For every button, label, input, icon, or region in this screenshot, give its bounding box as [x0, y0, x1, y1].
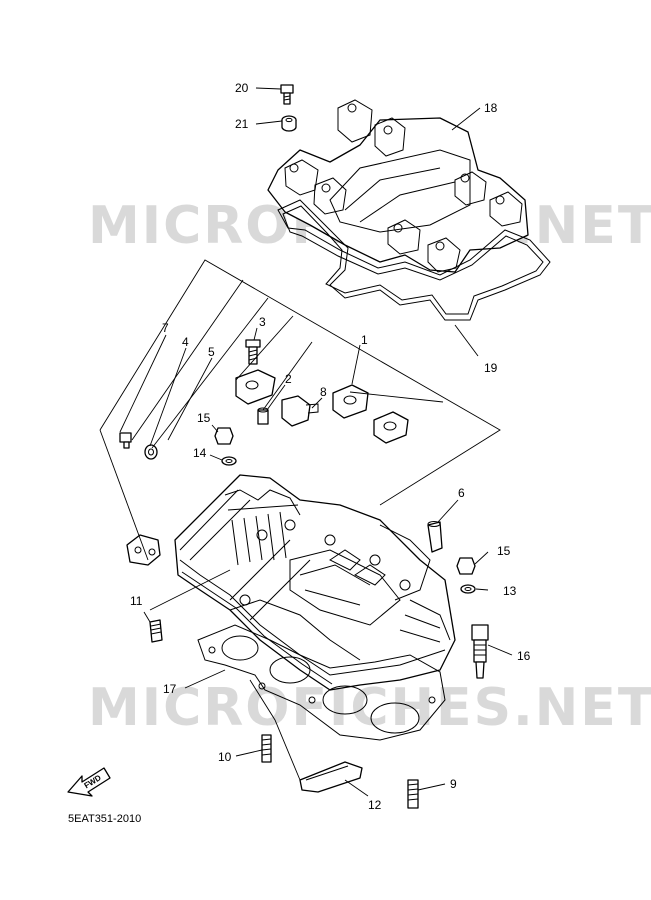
callout-14: 14 — [193, 446, 207, 460]
callout-15-right: 15 — [497, 544, 511, 558]
leader-lines — [119, 87, 513, 797]
callout-13: 13 — [503, 584, 517, 598]
nut-15-left — [214, 427, 234, 445]
washer-4 — [144, 444, 158, 460]
fwd-arrow-icon: FWD — [67, 767, 111, 797]
bolt-20 — [280, 84, 294, 105]
callout-15-left: 15 — [197, 411, 211, 425]
callout-21: 21 — [235, 117, 249, 131]
callout-5: 5 — [208, 345, 215, 359]
callout-20: 20 — [235, 81, 249, 95]
spark-plug-16 — [471, 624, 489, 679]
cylinder-head — [174, 474, 456, 691]
grouping-lines — [99, 259, 501, 781]
callout-8: 8 — [320, 385, 327, 399]
diagram-code: 5EAT351-2010 — [68, 813, 141, 825]
washer-13 — [460, 584, 476, 594]
callout-17: 17 — [163, 682, 177, 696]
callout-12: 12 — [368, 798, 382, 812]
stud-9 — [407, 779, 419, 809]
camshaft-cap-right-2 — [373, 411, 409, 444]
guide-12 — [299, 761, 363, 793]
washer-14 — [221, 456, 237, 466]
washer-21 — [281, 115, 297, 132]
callouts: 20 21 18 19 7 4 5 3 1 2 8 15 14 6 11 15 … — [130, 81, 531, 812]
cylinder-head-gasket — [197, 624, 446, 741]
callout-7: 7 — [162, 321, 169, 335]
callout-4: 4 — [182, 335, 189, 349]
screw-7 — [119, 432, 132, 449]
stud-11 — [149, 619, 163, 643]
stud-10 — [261, 734, 272, 763]
callout-3: 3 — [259, 315, 266, 329]
dowel-pin-2 — [257, 407, 269, 425]
bolt-3 — [245, 339, 261, 365]
callout-6: 6 — [458, 486, 465, 500]
callout-16: 16 — [517, 649, 531, 663]
watermark-bottom: MICROFICHES.NET — [88, 678, 651, 738]
head-cover-gasket — [277, 199, 551, 321]
spark-plug-cap-6 — [427, 521, 443, 553]
callout-1: 1 — [361, 333, 368, 347]
callout-11: 11 — [130, 594, 143, 608]
callout-10: 10 — [218, 750, 232, 764]
callout-18: 18 — [484, 101, 498, 115]
callout-2: 2 — [285, 372, 292, 386]
camshaft-cap-right-1 — [332, 384, 369, 419]
bracket-5 — [126, 534, 161, 566]
callout-19: 19 — [484, 361, 498, 375]
nut-15-right — [456, 557, 476, 575]
callout-9: 9 — [450, 777, 457, 791]
camshaft-cap-left — [235, 369, 276, 405]
chain-tensioner-8 — [281, 395, 319, 427]
